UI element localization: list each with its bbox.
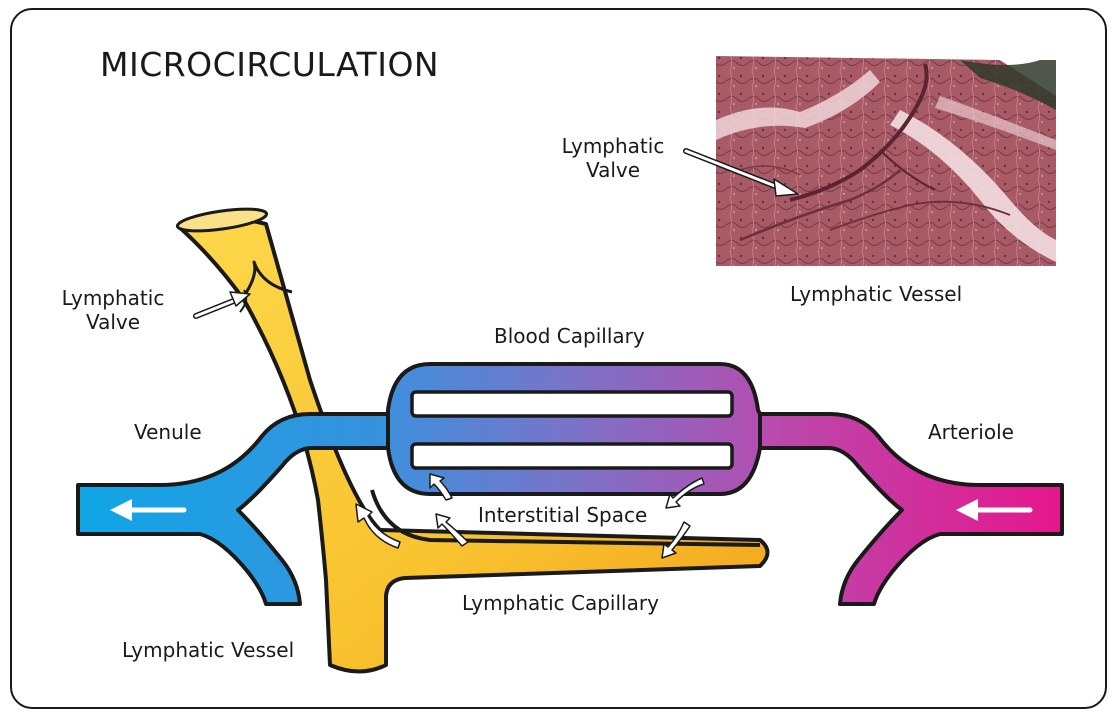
- venule-label: Venule: [134, 420, 202, 444]
- blood-capillary-label: Blood Capillary: [494, 324, 645, 348]
- valve-label-line2: Valve: [48, 310, 178, 334]
- photo-valve-label: Lymphatic Valve: [548, 134, 678, 182]
- arteriole-label: Arteriole: [928, 420, 1014, 444]
- valve-label: Lymphatic Valve: [48, 286, 178, 334]
- valve-pointer-arrow: [196, 292, 250, 316]
- lymphatic-vessel-photo: [716, 56, 1056, 266]
- interstitial-space-label: Interstitial Space: [474, 503, 651, 527]
- lymphatic-capillary-label: Lymphatic Capillary: [462, 591, 659, 615]
- photo-caption: Lymphatic Vessel: [790, 282, 962, 306]
- photo-valve-label-line2: Valve: [548, 158, 678, 182]
- valve-label-line1: Lymphatic: [48, 286, 178, 310]
- blood-capillary-shape: [388, 364, 760, 494]
- lymphatic-vessel-label: Lymphatic Vessel: [122, 638, 294, 662]
- photo-valve-label-line1: Lymphatic: [548, 134, 678, 158]
